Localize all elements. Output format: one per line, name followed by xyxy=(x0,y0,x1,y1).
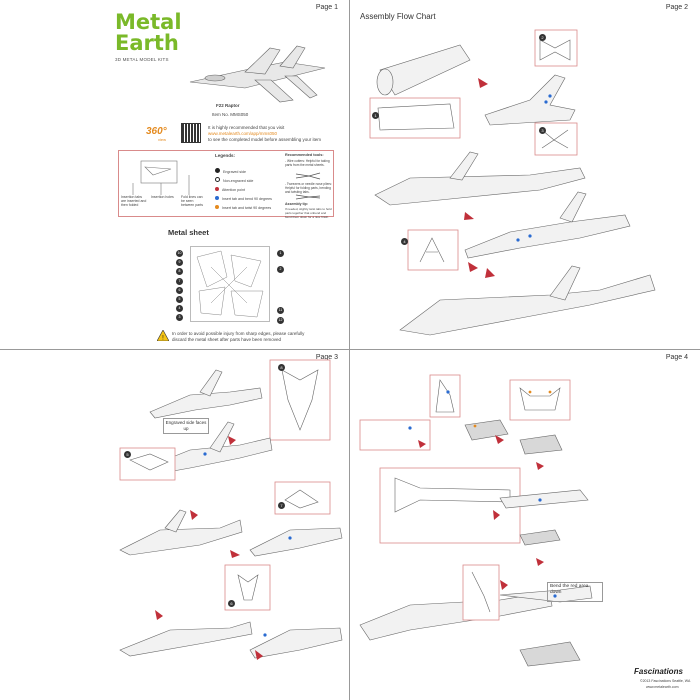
assembly-tip-text: If needed, slightly twist tabs to hold p… xyxy=(285,207,332,219)
assembly-steps-illustration xyxy=(119,359,343,660)
page-number: Page 2 xyxy=(665,4,688,11)
model-name: F22 Raptor xyxy=(216,103,240,108)
footer-copyright: ©2013 Fascinations Seattle, WA xyxy=(640,679,691,683)
legend-item: Insert tab and bend 90 degrees xyxy=(215,187,272,201)
step-badge-8: 8 xyxy=(278,364,285,371)
page-number: Page 4 xyxy=(665,354,688,361)
horizontal-divider xyxy=(0,349,700,350)
engraved-note-text: Engraved side faces up xyxy=(165,420,207,431)
part-badge: 6 xyxy=(176,286,183,294)
legend-item: Attention point xyxy=(215,178,272,192)
part-badge: 3 xyxy=(176,314,183,322)
legend-box: Insertion tabs are inserted and then fol… xyxy=(118,150,334,219)
tools-text-2: - Tweezers or needle nose pliers: Helpfu… xyxy=(285,182,332,194)
engraved-icon xyxy=(215,168,220,173)
legend-label: Engraved side xyxy=(223,170,246,174)
page-number: Page 3 xyxy=(315,354,338,361)
step-badge-4: 4 xyxy=(401,238,408,245)
bend-note-text: Bend the red area down xyxy=(550,584,589,595)
qr-instruction-3: to see the completed model before assemb… xyxy=(208,137,322,142)
diagram-label-1: Insertion tabs are inserted and then fol… xyxy=(121,195,147,207)
warning-icon: ! xyxy=(157,330,169,341)
attention-point-icon xyxy=(215,187,219,191)
vertical-divider xyxy=(349,0,350,700)
part-badge: 5 xyxy=(176,295,183,303)
legend-label: Insert tab and bend 90 degrees xyxy=(222,197,272,201)
twist-90-icon xyxy=(215,205,219,209)
part-badge: 10 xyxy=(176,250,183,257)
tools-title: Recommended tools: xyxy=(285,153,324,157)
footer-url[interactable]: www.metalearth.com xyxy=(646,685,679,689)
step-badge-1: 3 xyxy=(539,127,546,134)
metal-sheet-title: Metal sheet xyxy=(168,228,209,237)
warning-line-1: In order to avoid possible injury from s… xyxy=(172,331,305,336)
360-view-badge: 360° view xyxy=(146,126,180,142)
step-badge-6: 6 xyxy=(228,600,235,607)
page-number: Page 1 xyxy=(315,4,338,11)
legend-list: Engraved side Non-engraved side Attentio… xyxy=(215,160,272,210)
wire-cutter-icon xyxy=(295,172,321,180)
tools-text-1: - Wire cutters: Helpful for taking parts… xyxy=(285,159,330,167)
pliers-icon xyxy=(295,194,321,200)
page-1: Page 1 Metal Earth 3D METAL MODEL KITS F… xyxy=(0,0,350,350)
fascinations-logo: Fascinations xyxy=(634,667,683,676)
tab-diagram xyxy=(132,160,190,195)
qr-instruction-1: It is highly recommended that you visit xyxy=(208,125,285,130)
legend-item: Insert tab and twist 90 degrees xyxy=(215,196,272,210)
metal-sheet-parts xyxy=(196,250,264,318)
brand-tagline: 3D METAL MODEL KITS xyxy=(115,57,169,62)
sheet-numbers-left: 10 9 8 7 6 5 4 3 xyxy=(176,250,183,324)
legend-label: Non-engraved side xyxy=(223,179,254,183)
part-badge: 9 xyxy=(176,259,183,267)
assembly-flow-illustration xyxy=(369,29,656,336)
red-arrows xyxy=(464,78,495,278)
f22-hero-illustration xyxy=(189,45,326,103)
part-badge: 11 xyxy=(277,307,284,314)
brand-line-1: Metal xyxy=(115,10,182,34)
page-2: Page 2 Assembly Flow Chart xyxy=(350,0,700,350)
item-number: Item No. MMS050 xyxy=(212,112,249,117)
legend-label: Attention point xyxy=(222,188,245,192)
step-badge-5: 5 xyxy=(124,451,131,458)
legends-title: Legends: xyxy=(215,153,236,158)
step-badge-3: 1 xyxy=(372,112,379,119)
part-badge: 7 xyxy=(176,277,183,285)
360-label: 360° xyxy=(146,126,167,137)
intake-part xyxy=(379,44,471,96)
legend-label: Insert tab and twist 90 degrees xyxy=(222,206,272,210)
engraved-note-box: Engraved side faces up xyxy=(163,418,209,434)
non-engraved-icon xyxy=(215,177,220,182)
legend-item: Engraved side xyxy=(215,160,272,174)
step-badge-7: 7 xyxy=(278,502,285,509)
bend-90-icon xyxy=(215,196,219,200)
page-3: Page 3 E xyxy=(0,350,350,700)
metal-sheet-panel xyxy=(190,246,270,322)
brand-line-2: Earth xyxy=(115,31,179,55)
qr-code-icon[interactable] xyxy=(181,123,201,143)
svg-text:!: ! xyxy=(162,336,164,341)
page-4: Page 4 xyxy=(350,350,700,700)
qr-url-link[interactable]: www.metalearth.com/app/mms050 xyxy=(208,131,278,136)
warning-line-2: discard the metal sheet after parts have… xyxy=(172,337,282,342)
part-badge: 4 xyxy=(176,305,183,313)
part-badge: 8 xyxy=(176,268,183,276)
diagram-label-2: Insertion holes xyxy=(151,195,174,199)
flow-chart-title: Assembly Flow Chart xyxy=(360,12,436,21)
step-badge-2: 2 xyxy=(539,34,546,41)
assembly-tip-title: Assembly tip: xyxy=(285,202,308,206)
part-badge: 12 xyxy=(277,317,284,324)
360-sub-label: view xyxy=(158,137,167,142)
legend-item: Non-engraved side xyxy=(215,169,272,183)
diagram-label-3: Fold lines can be seen between parts xyxy=(181,195,203,207)
bend-note-box: Bend the red area down xyxy=(547,582,603,602)
part-badge: 1 xyxy=(277,250,284,257)
brand-logo: Metal Earth xyxy=(115,12,182,54)
sheet-numbers-right: 1 2 11 12 xyxy=(277,250,284,324)
stand-assembly-illustration xyxy=(359,374,593,667)
part-badge: 2 xyxy=(277,266,284,273)
